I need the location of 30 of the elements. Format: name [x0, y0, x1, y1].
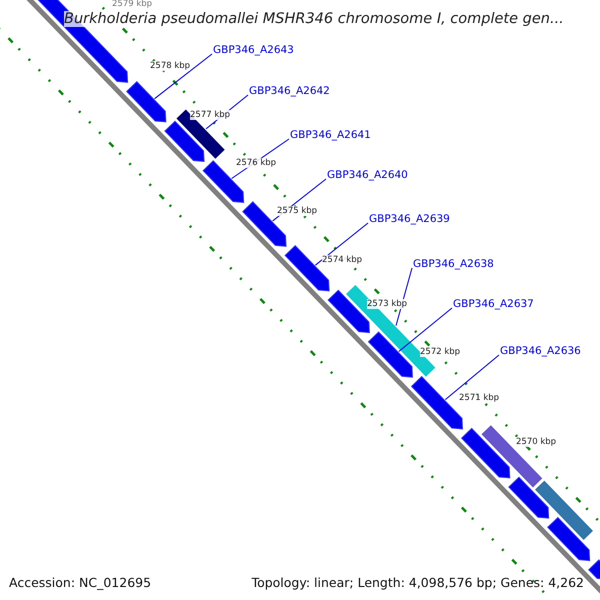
gene-feature	[164, 120, 205, 162]
scale-label: 2578 kbp	[150, 61, 190, 71]
gene-feature	[126, 81, 166, 122]
gene-label: GBP346_A2639	[369, 213, 450, 225]
leader-line	[444, 354, 500, 400]
gene-label: GBP346_A2638	[413, 258, 494, 270]
scale-label: 2573 kbp	[367, 299, 408, 309]
scale-label: 2576 kbp	[236, 158, 276, 168]
gene-feature	[547, 516, 590, 562]
gene-label: GBP346_A2642	[249, 85, 330, 97]
scale-label: 2572 kbp	[420, 347, 460, 357]
gene-label: GBP346_A2637	[453, 298, 534, 310]
gene-label: GBP346_A2643	[213, 44, 294, 56]
leader-line	[314, 222, 368, 266]
scale-label: 2575 kbp	[277, 206, 318, 216]
gene-feature	[508, 476, 550, 519]
scale-label: 2570 kbp	[516, 437, 556, 447]
title: Burkholderia pseudomallei MSHR346 chromosome I, complete gen...	[64, 11, 564, 27]
gene-label: GBP346_A2641	[290, 129, 371, 141]
leader-line	[154, 54, 212, 100]
gene-label: GBP346_A2640	[327, 169, 408, 181]
gene-feature	[460, 428, 510, 478]
footer-text: Topology: linear; Length: 4,098,576 bp; Genes: 4,262	[252, 575, 584, 590]
scale-label: 2571 kbp	[459, 393, 500, 403]
gene-label: GBP346_A2636	[500, 345, 581, 357]
gene-feature	[588, 559, 600, 580]
footer-text: Accession: NC_012695	[9, 575, 152, 590]
scale-label: 2577 kbp	[190, 110, 230, 120]
scale-label: 2574 kbp	[322, 255, 362, 265]
leader-line	[398, 308, 452, 352]
